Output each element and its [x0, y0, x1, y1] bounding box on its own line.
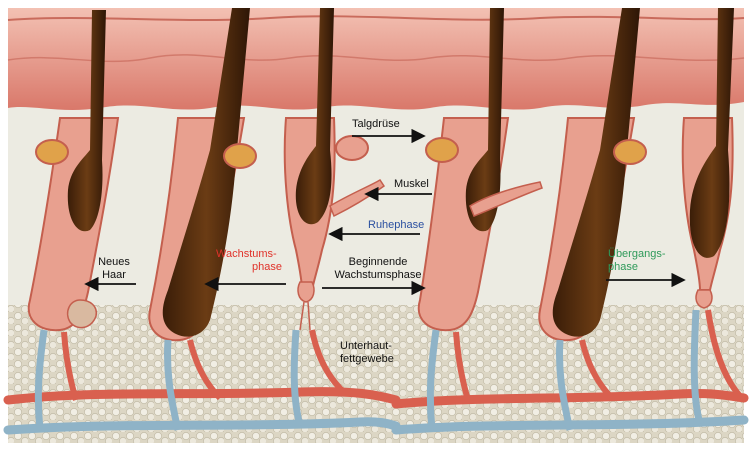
sebaceous-gland	[224, 144, 256, 168]
label-unterhaut-line1: Unterhaut-	[340, 340, 394, 353]
label-wachstumsphase: Wachstums- phase	[216, 248, 282, 274]
sebaceous-gland	[36, 140, 68, 164]
label-muskel: Muskel	[394, 178, 429, 191]
label-uebergangsphase: Übergangs- phase	[608, 248, 665, 274]
label-talgdruese: Talgdrüse	[352, 118, 400, 131]
label-uebergang-line1: Übergangs-	[608, 248, 665, 261]
label-uebergang-line2: phase	[608, 261, 665, 274]
label-beginnende-line2: Wachstumsphase	[326, 269, 430, 282]
label-neues-haar: Neues Haar	[92, 256, 136, 282]
sebaceous-gland	[426, 138, 458, 162]
label-unterhaut-fettgewebe: Unterhaut- fettgewebe	[340, 340, 394, 366]
label-beginnende-line1: Beginnende	[326, 256, 430, 269]
label-wachstumsphase-line2: phase	[216, 261, 282, 274]
label-beginnende-wachstumsphase: Beginnende Wachstumsphase	[326, 256, 430, 282]
label-neues-haar-line2: Haar	[92, 269, 136, 282]
label-neues-haar-line1: Neues	[92, 256, 136, 269]
label-wachstumsphase-line1: Wachstums-	[216, 248, 282, 261]
label-unterhaut-line2: fettgewebe	[340, 353, 394, 366]
label-ruhephase: Ruhephase	[368, 219, 424, 232]
sebaceous-gland	[336, 136, 368, 160]
sebaceous-gland	[614, 140, 646, 164]
